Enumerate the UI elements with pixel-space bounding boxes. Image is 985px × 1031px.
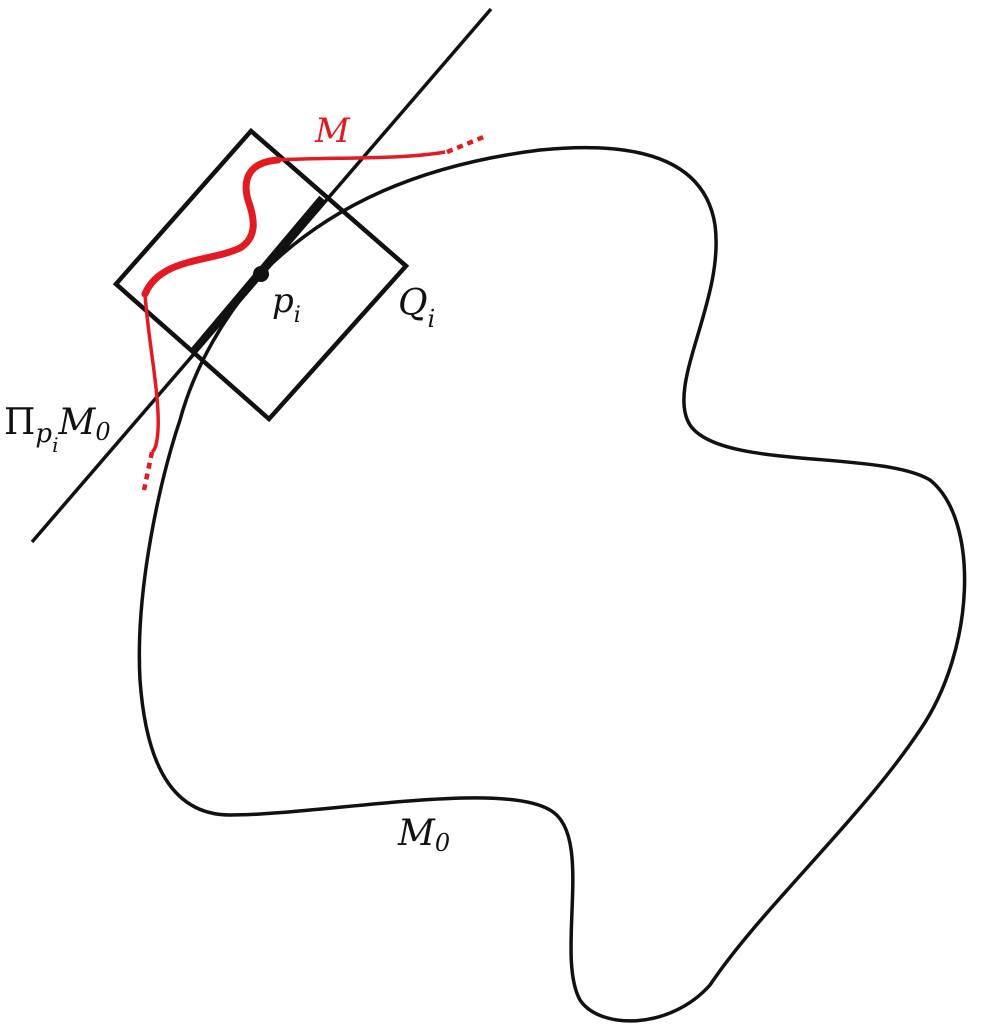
label-p-i: pi xyxy=(272,281,301,328)
manifold-m-red-dots-left xyxy=(141,451,155,491)
manifold-m-red-thick xyxy=(141,156,282,298)
label-tangent-space: ΠpiM0 xyxy=(4,402,111,457)
manifold-m-red-thin-right xyxy=(277,150,446,162)
manifold-m-red-dots-right xyxy=(446,133,487,155)
label-q-i: Qi xyxy=(398,283,435,333)
manifold-m-red-thin-left xyxy=(143,293,160,454)
manifold-m0-curve xyxy=(137,145,967,1023)
point-p-i xyxy=(253,266,269,282)
label-m-red: M xyxy=(314,111,351,151)
label-m0: M0 xyxy=(397,813,450,857)
cube-q-i xyxy=(112,127,410,423)
